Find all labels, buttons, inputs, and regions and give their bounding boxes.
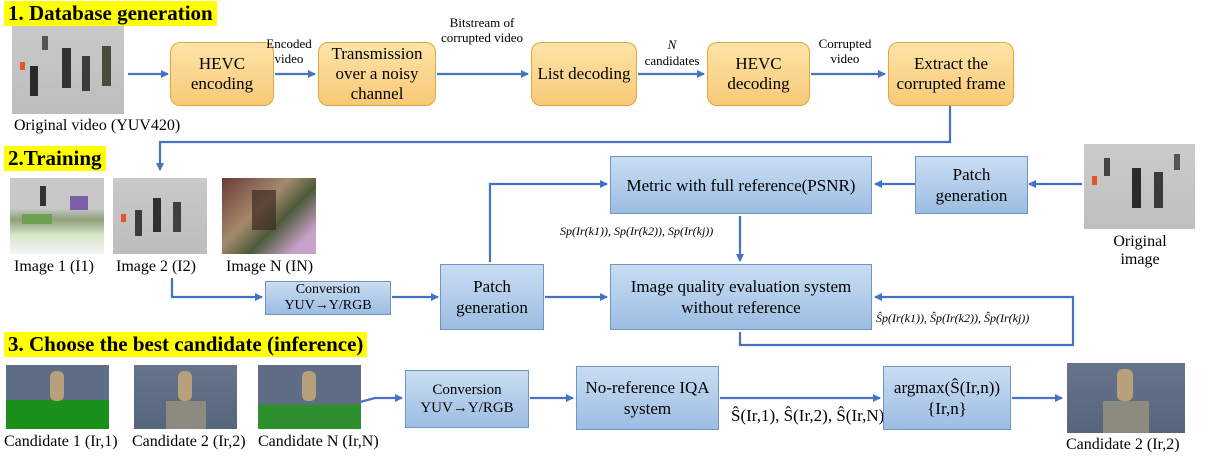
- hevc-decoding-box: HEVC decoding: [707, 42, 810, 106]
- label-n: N: [667, 37, 677, 52]
- section-title-inference: 3. Choose the best candidate (inference): [4, 332, 368, 357]
- iqa-system-label: Image quality evaluation system without …: [630, 277, 852, 317]
- label-bitstream: Bitstream of corrupted video: [441, 15, 523, 45]
- caption-original-image: Original image: [1113, 233, 1167, 268]
- conversion-title-inference: Conversion: [432, 382, 502, 398]
- best-candidate-thumbnail: [1067, 363, 1185, 433]
- list-decoding-box: List decoding: [531, 42, 637, 106]
- original-image-thumbnail: [1084, 144, 1195, 229]
- list-decoding-label: List decoding: [537, 64, 631, 83]
- candidate-1-thumbnail: [6, 365, 109, 429]
- conversion-sub-training: YUV→Y/RGB: [284, 298, 372, 313]
- full-reference-scores: Sp(Ir(k1)), Sp(Ir(k2)), Sp(Ir(kj)): [560, 224, 714, 238]
- conversion-box-training: Conversion YUV→Y/RGB: [265, 281, 391, 315]
- caption-image-2: Image 2 (I2): [116, 258, 196, 275]
- no-reference-iqa-label: No-reference IQA system: [585, 378, 710, 418]
- extract-frame-label: Extract the corrupted frame: [896, 54, 1006, 93]
- label-encoded-video: Encoded video: [266, 36, 312, 66]
- argmax-label: argmax(Ŝ(Ir,n)): [893, 378, 1001, 397]
- metric-full-reference-label: Metric with full reference(PSNR): [626, 175, 856, 195]
- caption-image-1: Image 1 (I1): [14, 258, 94, 275]
- image-n-thumbnail: [222, 178, 316, 254]
- candidate-n-thumbnail: [258, 365, 361, 429]
- no-reference-iqa-box: No-reference IQA system: [576, 366, 719, 430]
- argmax-box: argmax(Ŝ(Ir,n)) {Ir,n}: [883, 366, 1011, 430]
- caption-candidate-n: Candidate N (Ir,N): [258, 433, 379, 450]
- image-1-thumbnail: [10, 178, 104, 254]
- conversion-box-inference: Conversion YUV→Y/RGB: [405, 370, 529, 428]
- extract-frame-box: Extract the corrupted frame: [888, 42, 1014, 106]
- conversion-sub-inference: YUV→Y/RGB: [420, 400, 514, 416]
- metric-full-reference-box: Metric with full reference(PSNR): [610, 156, 872, 214]
- hevc-decoding-label: HEVC decoding: [727, 54, 790, 93]
- inference-scores: Ŝ(Ir,1), Ŝ(Ir,2), Ŝ(Ir,N): [731, 406, 885, 425]
- transmission-box: Transmission over a noisy channel: [318, 42, 436, 106]
- iqa-system-box: Image quality evaluation system without …: [610, 264, 872, 330]
- original-video-thumbnail: [12, 26, 124, 114]
- patch-generation-box-right: Patch generation: [915, 156, 1028, 214]
- section-title-training: 2.Training: [4, 146, 106, 171]
- section-title-database: 1. Database generation: [4, 1, 217, 26]
- conversion-title-training: Conversion: [295, 282, 361, 297]
- caption-image-n: Image N (IN): [226, 258, 314, 275]
- transmission-label: Transmission over a noisy channel: [331, 44, 423, 103]
- hevc-encoding-label: HEVC encoding: [190, 54, 254, 93]
- label-candidates: candidates: [644, 53, 700, 68]
- patch-generation-label-mid: Patch generation: [456, 277, 528, 317]
- patch-generation-label-right: Patch generation: [935, 165, 1008, 205]
- caption-best-candidate: Candidate 2 (Ir,2): [1066, 436, 1180, 453]
- argmax-set-label: {Ir,n}: [927, 399, 967, 418]
- hevc-encoding-box: HEVC encoding: [170, 42, 274, 106]
- candidate-2-thumbnail: [134, 365, 237, 429]
- predicted-scores: Ŝp(Ir(k1)), Ŝp(Ir(k2)), Ŝp(Ir(kj)): [876, 311, 1030, 325]
- caption-candidate-2: Candidate 2 (Ir,2): [132, 433, 246, 450]
- patch-generation-box-mid: Patch generation: [440, 264, 544, 330]
- image-2-thumbnail: [113, 178, 207, 254]
- caption-original-video: Original video (YUV420): [14, 117, 181, 134]
- caption-candidate-1: Candidate 1 (Ir,1): [4, 433, 118, 450]
- label-corrupted-video: Corrupted video: [818, 36, 872, 66]
